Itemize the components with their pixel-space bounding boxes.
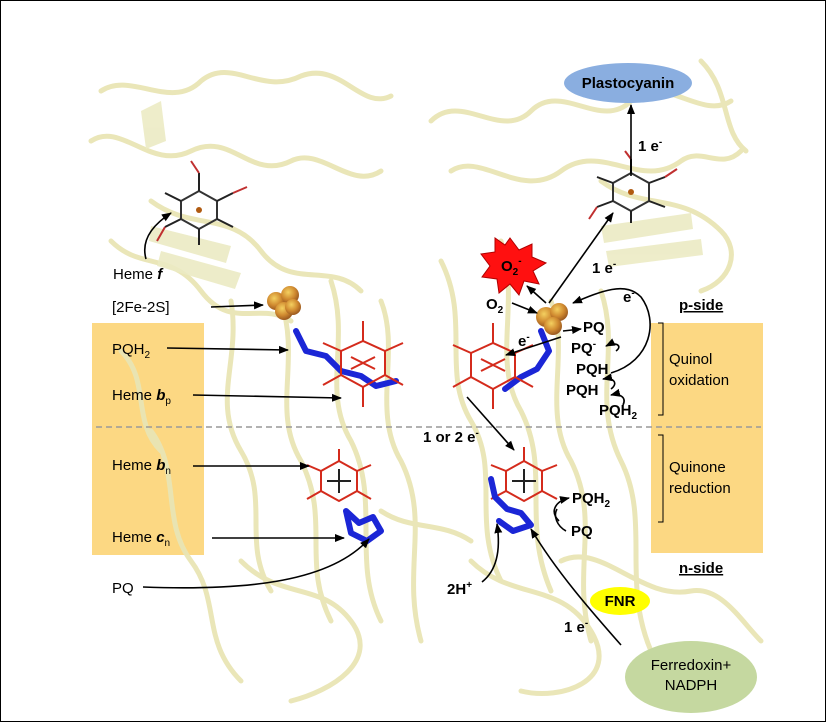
ferredoxin-label-line1: Ferredoxin+ <box>651 657 732 674</box>
heme-bp-left-structure <box>322 321 404 407</box>
membrane-boxes <box>92 323 763 555</box>
membrane-box-left <box>92 323 204 555</box>
label-quinone-line2: reduction <box>669 480 731 497</box>
quinol-bracket <box>658 322 664 416</box>
arrow-pq-cycle-3 <box>602 373 616 390</box>
label-heme-bn: Heme bn <box>112 457 171 477</box>
ferredoxin-node: Ferredoxin+ NADPH <box>625 641 757 713</box>
label-e-left: e- <box>518 332 530 350</box>
arrow-pqh2-right <box>553 496 570 522</box>
arrow-o2-to-fes <box>511 302 538 314</box>
arrows <box>142 104 651 646</box>
arrow-1or2e <box>466 396 515 451</box>
label-2h: 2H+ <box>447 580 472 598</box>
protein-sheets <box>141 101 703 289</box>
arrow-pq-cycle-loop <box>572 287 651 374</box>
brackets <box>658 322 664 523</box>
arrow-pq-cycle-4 <box>610 388 625 406</box>
arrow-heme-bp <box>192 393 342 402</box>
heme-bn-right-structure <box>490 447 558 503</box>
label-n-side: n-side <box>679 560 723 577</box>
arrow-1e-ferredoxin <box>530 528 622 646</box>
arrow-heme-f <box>144 212 172 260</box>
label-1e-mid: 1 e- <box>592 259 616 277</box>
labels: Heme f [2Fe-2S] PQH2 Heme bp Heme bn Hem… <box>112 137 731 636</box>
fes-cluster-right <box>536 303 568 335</box>
fes-cluster-left <box>267 286 301 320</box>
label-heme-cn: Heme cn <box>112 529 170 549</box>
label-pq-left: PQ <box>112 580 134 597</box>
label-heme-f: Heme f <box>113 266 164 283</box>
fnr-label: FNR <box>605 593 636 610</box>
label-p-side: p-side <box>679 297 723 314</box>
fnr-node: FNR <box>590 587 650 615</box>
superoxide-label: O2- <box>501 256 522 278</box>
arrow-2fe2s <box>210 301 264 310</box>
label-e-top: e- <box>623 288 635 306</box>
label-cycle-pqh-2: PQH <box>566 382 599 399</box>
label-o2: O2 <box>486 296 504 316</box>
arrow-pq-cycle-1 <box>562 326 582 334</box>
quinone-bracket <box>658 434 664 523</box>
label-right-pqh2: PQH2 <box>572 490 611 510</box>
label-1or2e: 1 or 2 e- <box>423 428 479 446</box>
arrow-2h <box>481 523 503 583</box>
label-quinol-line2: oxidation <box>669 372 729 389</box>
pq-right-lower-structure <box>488 476 534 534</box>
heme-f-structure <box>156 160 248 245</box>
label-1e-top: 1 e- <box>638 137 662 155</box>
pq-right-upper-structure <box>502 328 552 392</box>
label-right-pq: PQ <box>571 523 593 540</box>
label-1e-bottom: 1 e- <box>564 618 588 636</box>
arrow-pq-cycle-2 <box>605 338 620 352</box>
arrow-e-left <box>505 336 562 357</box>
superoxide-burst: O2- <box>480 237 548 297</box>
label-2fe2s: [2Fe-2S] <box>112 299 170 316</box>
label-cycle-pq: PQ <box>583 319 605 336</box>
plastocyanin-node: Plastocyanin <box>564 63 692 103</box>
label-cycle-pqh2: PQH2 <box>599 402 638 422</box>
membrane-box-right <box>651 323 763 553</box>
label-pqh2-left: PQH2 <box>112 341 151 361</box>
plastocyanin-label: Plastocyanin <box>582 75 675 92</box>
arrow-pq-right <box>554 508 567 532</box>
heme-bn-left-structure <box>306 449 372 503</box>
arrow-o2-superoxide <box>526 285 547 304</box>
label-cycle-pqh-1: PQH <box>576 361 609 378</box>
label-quinone-line1: Quinone <box>669 459 726 476</box>
label-heme-bp: Heme bp <box>112 387 171 407</box>
label-cycle-pqminus: PQ- <box>571 339 596 357</box>
heme-cn-left-structure <box>343 508 384 544</box>
arrow-pq-left <box>142 538 370 589</box>
arrow-1e-heme-f <box>548 212 614 304</box>
label-quinol-line1: Quinol <box>669 351 712 368</box>
ferredoxin-label-line2: NADPH <box>665 677 718 694</box>
arrow-pqh2-left <box>166 345 289 354</box>
